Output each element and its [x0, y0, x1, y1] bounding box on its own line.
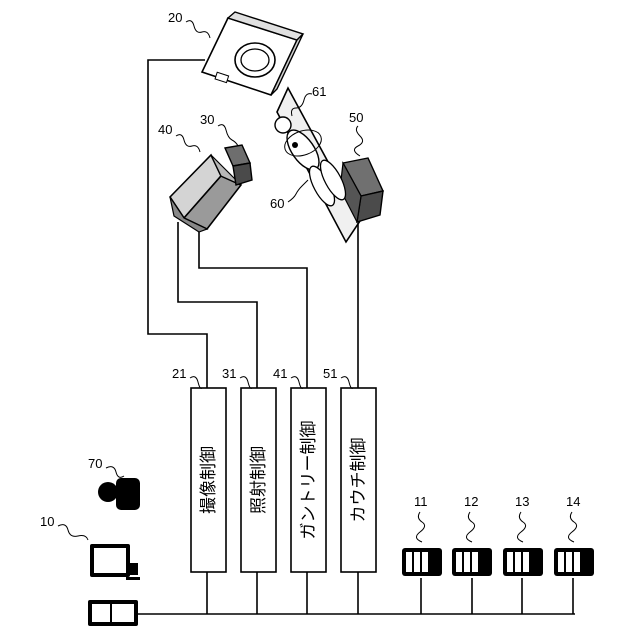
controller-couch-label: カウチ制御: [349, 438, 369, 523]
label-target: 61: [312, 84, 326, 99]
computer-icon: [88, 544, 140, 626]
controller-irradiation-label: 照射制御: [249, 446, 269, 514]
label-irradiation-control: 31: [222, 366, 236, 381]
controller-gantry: ガントリー制御: [291, 388, 326, 572]
label-terminal-1: 11: [414, 494, 428, 509]
label-gantry-control: 41: [273, 366, 287, 381]
gantry-icon: [170, 155, 241, 232]
controller-gantry-label: ガントリー制御: [299, 421, 319, 540]
label-couch: 50: [349, 110, 363, 125]
label-irradiation-unit: 30: [200, 112, 214, 127]
label-imaging-device: 20: [168, 10, 182, 25]
label-computer: 10: [40, 514, 54, 529]
label-couch-control: 51: [323, 366, 337, 381]
label-imaging-control: 21: [172, 366, 186, 381]
controller-imaging: 撮像制御: [191, 388, 226, 572]
terminal-icon: [503, 548, 543, 576]
terminal-icon: [402, 548, 442, 576]
controller-irradiation: 照射制御: [241, 388, 276, 572]
label-terminal-2: 12: [464, 494, 478, 509]
label-terminal-4: 14: [566, 494, 580, 509]
terminal-icon: [554, 548, 594, 576]
controller-imaging-label: 撮像制御: [199, 446, 219, 514]
network-bus: [138, 572, 575, 614]
label-terminal-3: 13: [515, 494, 529, 509]
label-patient: 60: [270, 196, 284, 211]
patient-icon: [275, 117, 350, 209]
label-operator: 70: [88, 456, 102, 471]
imaging-device-icon: [202, 12, 303, 95]
wiring: [148, 60, 358, 388]
label-gantry: 40: [158, 122, 172, 137]
controller-couch: カウチ制御: [341, 388, 376, 572]
operator-icon: [98, 478, 140, 510]
terminal-icon: [452, 548, 492, 576]
